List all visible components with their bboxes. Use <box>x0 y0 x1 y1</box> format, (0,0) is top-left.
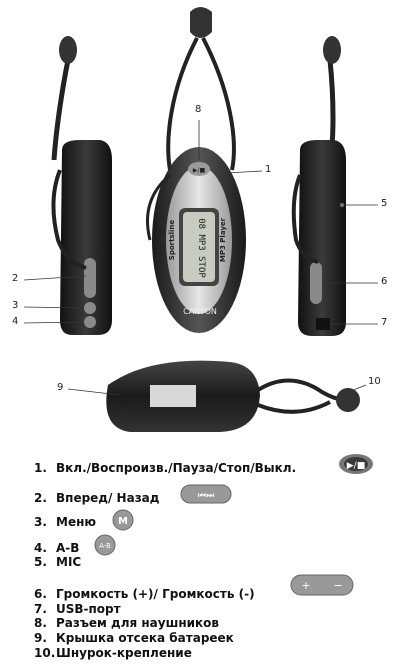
callout-9: 9 <box>57 382 64 393</box>
lanyard-end-back <box>336 388 360 412</box>
svg-text:−: − <box>333 579 342 592</box>
lanyard-end-top <box>190 7 212 38</box>
menu-side-button <box>84 302 96 314</box>
menu-button-icon: M <box>112 509 134 531</box>
left-side-view <box>51 36 112 335</box>
device-diagram: 08 MP3 STOP Sportsline MP3 Player CANYON… <box>23 7 378 432</box>
callout-10: 10 <box>368 376 381 387</box>
ab-side-button <box>84 316 96 328</box>
volume-side-button <box>310 262 322 304</box>
legend-item-4: 4.A-B <box>34 541 80 555</box>
leader-lines <box>23 120 378 396</box>
ab-button-icon: A-B <box>94 534 116 556</box>
legend-item-5: 5.MIC <box>34 555 82 569</box>
play-pause-button-icon: ▶/■ <box>339 454 373 474</box>
play-top-button-glyph: ▶/■ <box>193 167 206 174</box>
right-side-view <box>291 36 346 336</box>
legend-item-1: 1.Вкл./Воспроизв./Пауза/Стоп/Выкл. <box>34 461 297 475</box>
play-top-button <box>188 162 210 176</box>
front-view: 08 MP3 STOP Sportsline MP3 Player CANYON… <box>146 7 246 333</box>
brand-logo: CANYON <box>183 307 217 316</box>
volume-button-icon: + − <box>290 574 354 596</box>
callout-1: 1 <box>265 164 272 175</box>
callout-6: 6 <box>381 276 388 287</box>
callout-7: 7 <box>381 317 388 328</box>
svg-text:⏮⏭: ⏮⏭ <box>198 491 214 501</box>
back-view <box>106 360 360 432</box>
legend-item-3: 3.Меню <box>34 515 97 529</box>
svg-text:M: M <box>118 516 128 527</box>
svg-text:▶/■: ▶/■ <box>347 461 365 471</box>
callout-3: 3 <box>12 300 19 311</box>
svg-text:+: + <box>301 579 310 592</box>
prev-next-button-icon: ⏮⏭ <box>180 484 232 504</box>
callout-5: 5 <box>381 198 388 209</box>
callout-2: 2 <box>12 273 19 284</box>
callout-8: 8 <box>195 104 202 115</box>
legend-item-9: 9.Крышка отсека батареек <box>34 631 234 645</box>
legend-item-10: 10.Шнурок-крепление <box>34 646 192 660</box>
legend-item-2: 2.Вперед/ Назад <box>34 491 160 505</box>
callout-4: 4 <box>12 316 19 327</box>
type-label: MP3 Player <box>219 217 227 262</box>
prev-next-side-button <box>84 258 96 298</box>
model-label: Sportsline <box>168 220 176 261</box>
legend-item-7: 7.USB-порт <box>34 602 121 616</box>
lcd-readout: 08 MP3 STOP <box>196 218 206 278</box>
legend-item-6: 6.Громкость (+)/ Громкость (-) <box>34 587 255 601</box>
back-sticker <box>150 385 196 407</box>
usb-port <box>316 318 330 330</box>
svg-text:A-B: A-B <box>99 542 111 550</box>
mic-hole <box>340 203 344 207</box>
legend-item-8: 8.Разъем для наушников <box>34 616 220 630</box>
